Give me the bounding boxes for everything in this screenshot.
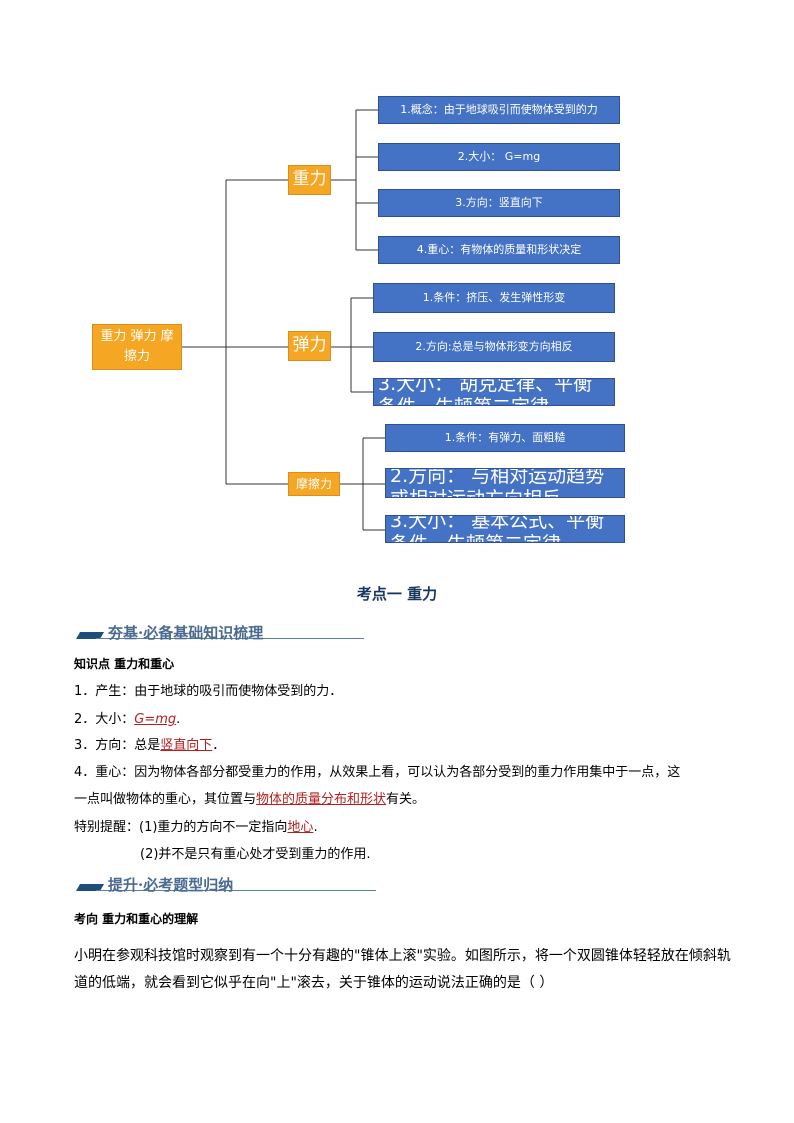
section-band: 夯基·必备基础知识梳理 (76, 622, 366, 644)
knowledge-line: 一点叫做物体的重心，其位置与物体的质量分布和形状有关。 (74, 792, 426, 807)
mindmap-item: 2.大小： G=mg (378, 143, 620, 171)
mindmap-item-overflow: 3.大小： 胡克定律、平衡条件、牛顿第二定律 (373, 378, 615, 406)
knowledge-tip: (2)并不是只有重心处才受到重力的作用. (140, 847, 371, 862)
mindmap-branch-gravity: 重力 (288, 165, 331, 195)
mindmap-item: 1.概念：由于地球吸引而使物体受到的力 (378, 96, 620, 124)
mindmap-item-overflow: 3.大小： 基本公式、平衡条件、牛顿第二定律 (385, 515, 625, 543)
section-title: 考点一 重力 (356, 585, 438, 603)
mindmap-item-overflow: 2.方向： 与相对运动趋势或相对运动方向相反 (385, 468, 625, 498)
mindmap-branch-friction: 摩擦力 (288, 472, 340, 496)
band-title: 提升·必考题型归纳 (108, 876, 234, 894)
mindmap-item: 3.方向：竖直向下 (378, 189, 620, 217)
mindmap-item: 2.方向:总是与物体形变方向相反 (373, 332, 615, 362)
mindmap-root-label: 重力 弹力 摩擦力 (100, 329, 174, 364)
knowledge-line: 2．大小：G=mg. (74, 712, 181, 727)
key-answer: 竖直向下 (160, 738, 213, 753)
knowledge-line: 3．方向：总是竖直向下． (74, 738, 226, 753)
exercise-heading: 考向 重力和重心的理解 (74, 912, 199, 926)
mindmap-branch-elastic: 弹力 (288, 331, 331, 361)
knowledge-heading: 知识点 重力和重心 (74, 657, 175, 671)
key-answer: 地心 (287, 820, 314, 835)
knowledge-tip: 特别提醒：(1)重力的方向不一定指向地心. (74, 820, 318, 835)
band-title: 夯基·必备基础知识梳理 (108, 624, 264, 642)
band-underline (96, 890, 376, 891)
band-underline (96, 638, 364, 639)
section-band: 提升·必考题型归纳 (76, 874, 376, 896)
mindmap-root: 重力 弹力 摩擦力 (92, 324, 182, 370)
mindmap-item: 4.重心：有物体的质量和形状决定 (378, 236, 620, 264)
key-answer: 物体的质量分布和形状 (256, 792, 387, 807)
mindmap-connectors (182, 109, 385, 531)
knowledge-line: 4．重心：因为物体各部分都受重力的作用，从效果上看，可以认为各部分受到的重力作用… (74, 765, 681, 780)
mindmap-item: 1.条件：挤压、发生弹性形变 (373, 283, 615, 313)
mindmap-item: 1.条件：有弹力、面粗糙 (385, 424, 625, 452)
question-text: 道的低端，就会看到它似乎在向"上"滚去，关于锥体的运动说法正确的是（ ） (74, 975, 554, 991)
knowledge-line: 1．产生：由于地球的吸引而使物体受到的力． (74, 684, 343, 699)
key-answer: G=mg (134, 712, 177, 727)
question-text: 小明在参观科技馆时观察到有一个十分有趣的"锥体上滚"实验。如图所示，将一个双圆锥… (74, 948, 731, 964)
